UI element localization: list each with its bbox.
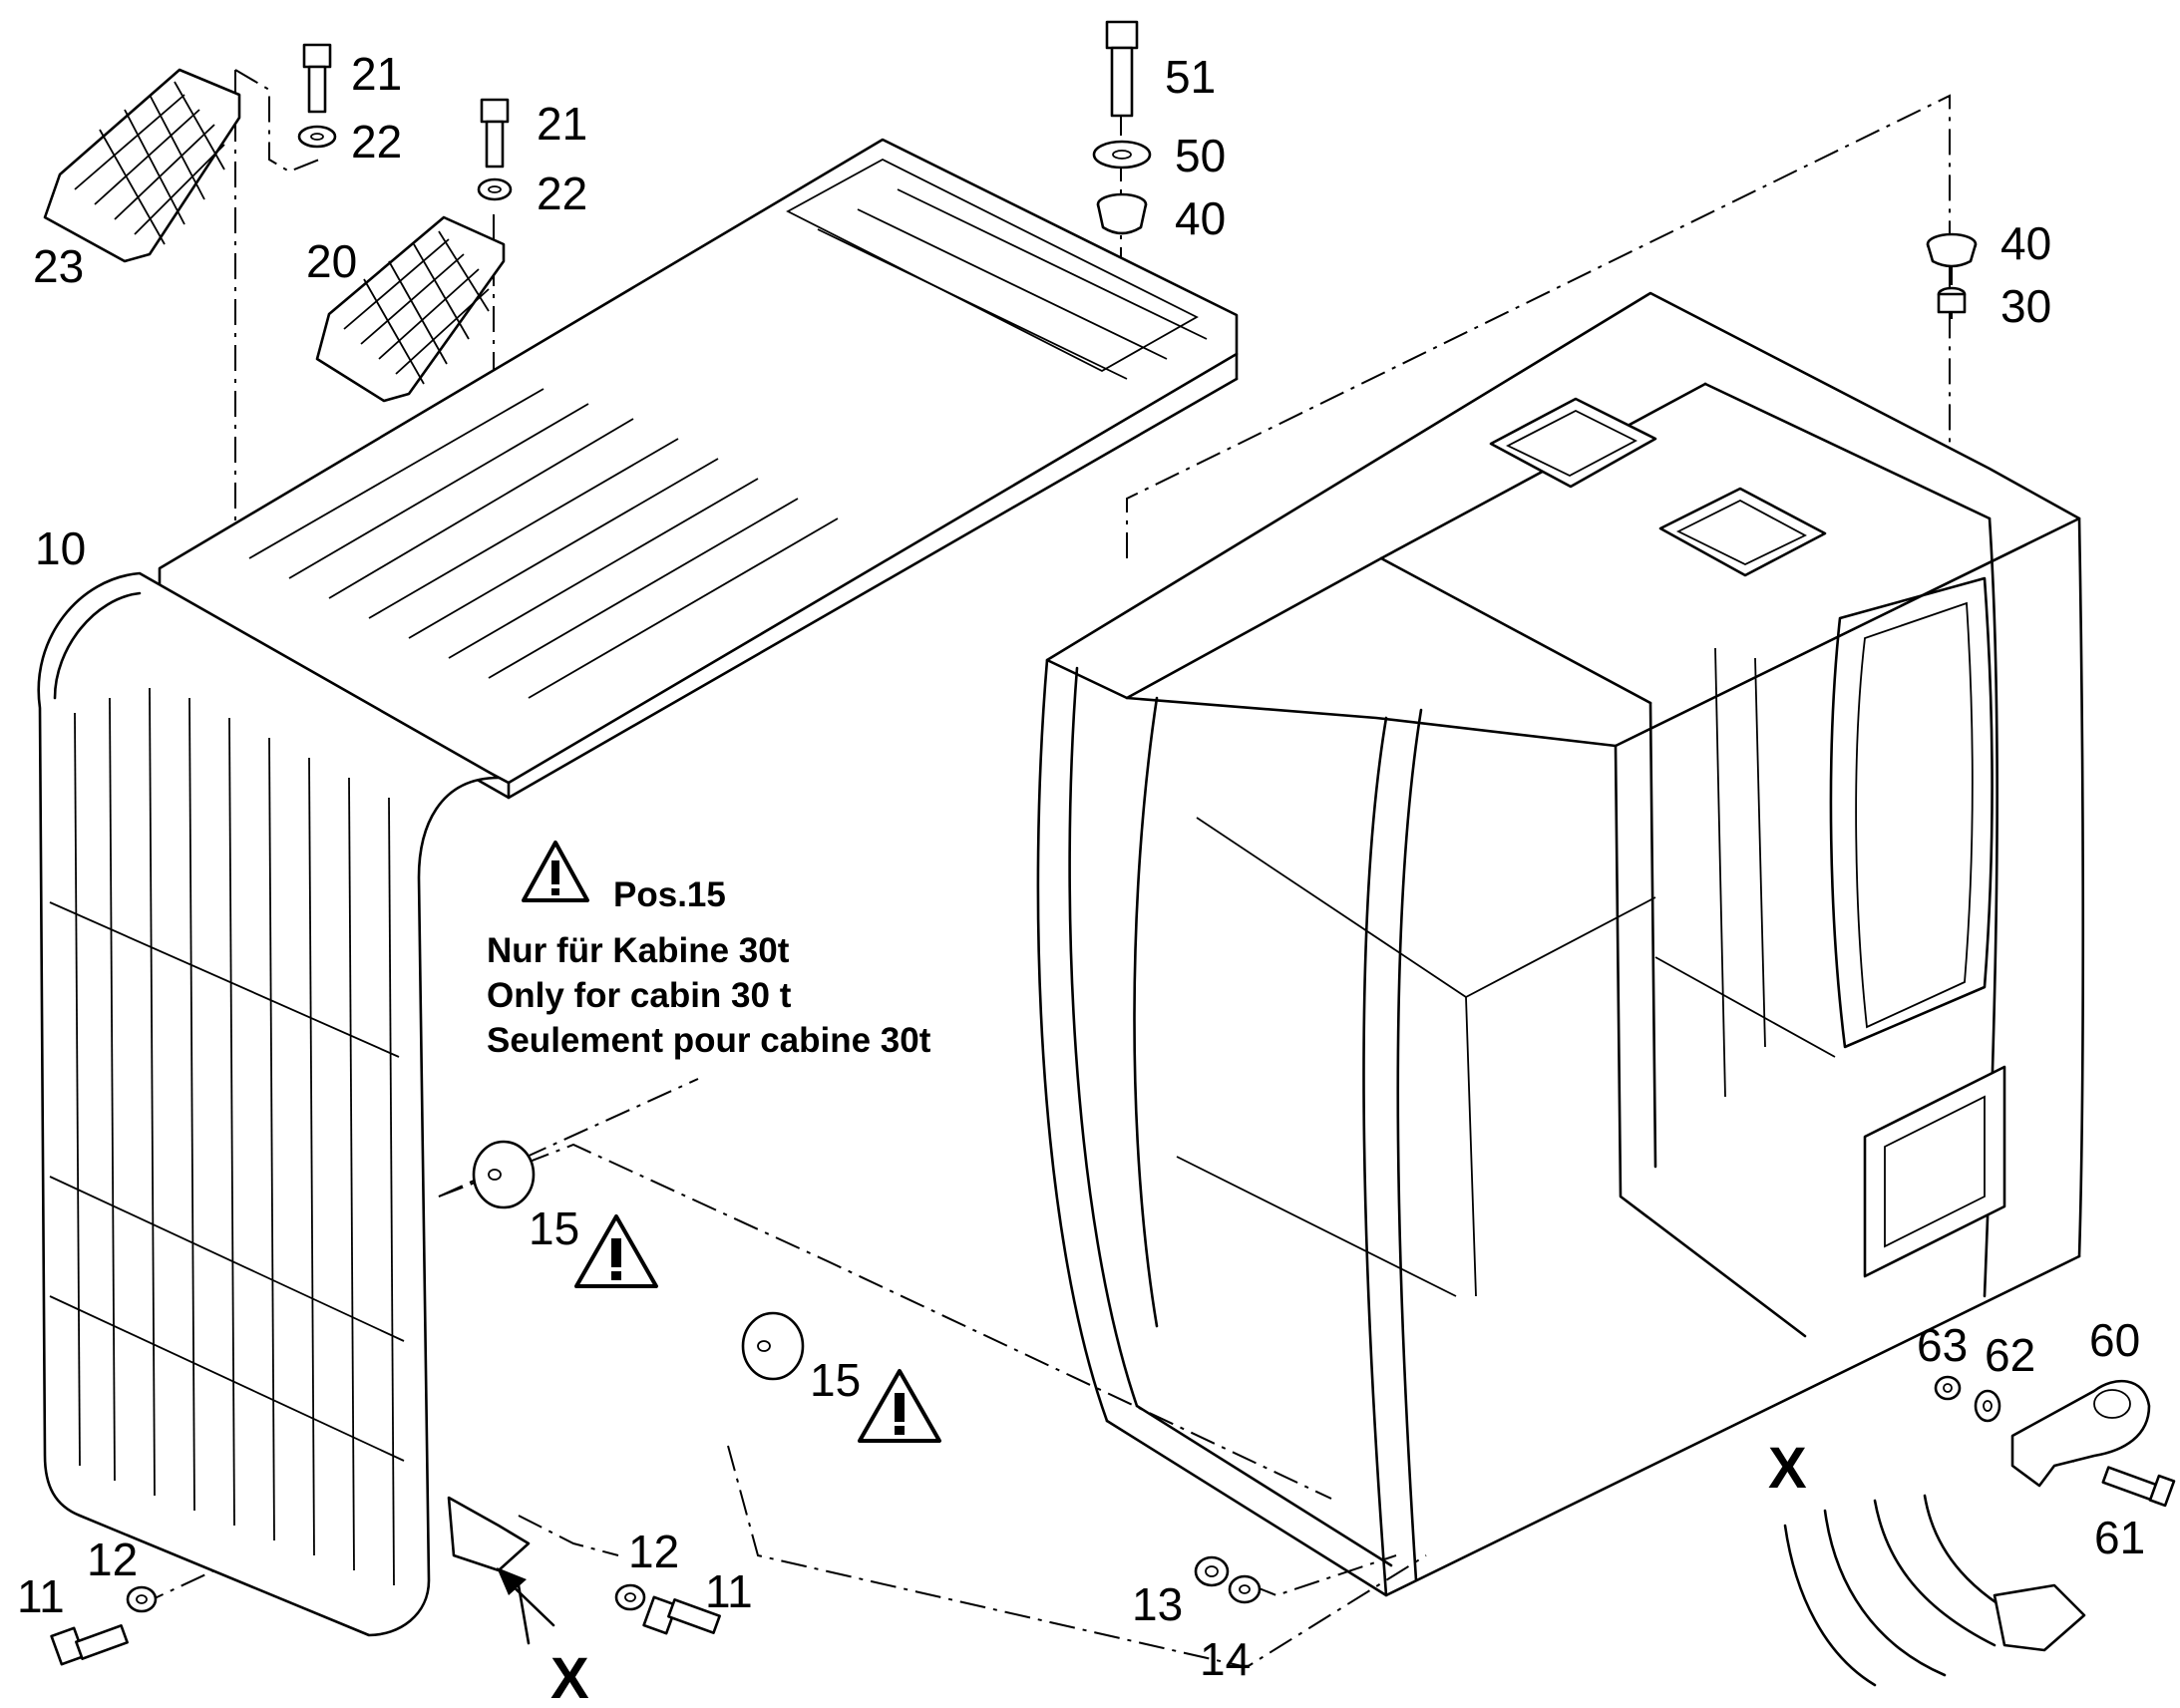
label-40-b: 40 [2000, 217, 2051, 269]
label-12-a: 12 [87, 1534, 138, 1585]
label-22-a: 22 [351, 116, 402, 168]
note-line-fr: Seulement pour cabine 30t [487, 1021, 931, 1060]
note-line-de: Nur für Kabine 30t [487, 931, 790, 970]
label-21-a: 21 [351, 48, 402, 100]
bolt-21-a [302, 43, 332, 114]
rubber-mount-40-a [1096, 192, 1148, 235]
label-15-b: 15 [810, 1354, 861, 1406]
view-arrow [497, 1567, 555, 1627]
operator-cabin [1036, 291, 2085, 1597]
part-labels: 23 21 22 21 22 20 51 50 40 40 30 10 15 1… [17, 48, 2145, 1685]
label-50: 50 [1175, 130, 1226, 181]
label-15-a: 15 [529, 1202, 579, 1254]
step-plate-23 [43, 68, 241, 263]
bolt-61 [2101, 1466, 2176, 1508]
label-60: 60 [2089, 1314, 2140, 1366]
pad-15-a [472, 1140, 536, 1209]
note-block: Pos.15 Nur für Kabine 30t Only for cabin… [487, 875, 931, 1060]
warning-icon [574, 1214, 658, 1288]
label-23: 23 [33, 240, 84, 292]
warning-icon [522, 841, 589, 902]
label-21-b: 21 [537, 98, 587, 150]
step-plate-20 [315, 215, 506, 403]
label-51: 51 [1165, 51, 1216, 103]
detail-view-x [1783, 1379, 2151, 1687]
bushing-30 [1937, 286, 1967, 314]
label-11-a: 11 [17, 1570, 65, 1622]
warning-icon [858, 1369, 941, 1443]
label-10: 10 [35, 522, 86, 574]
nut-13 [1194, 1555, 1230, 1587]
detail-marker-x: X [1768, 1436, 1807, 1501]
label-12-b: 12 [628, 1526, 679, 1577]
label-20: 20 [306, 235, 357, 287]
label-14: 14 [1200, 1633, 1251, 1685]
pad-15-b [741, 1311, 805, 1381]
label-40-a: 40 [1175, 192, 1226, 244]
note-line-en: Only for cabin 30 t [487, 976, 792, 1015]
label-22-b: 22 [537, 168, 587, 219]
label-13: 13 [1132, 1578, 1183, 1630]
rubber-mount-40-b [1926, 232, 1978, 268]
bolt-21-b [480, 98, 510, 169]
bolt-11-b [642, 1595, 721, 1635]
nut-63 [1934, 1375, 1962, 1401]
bolt-51 [1105, 20, 1139, 118]
label-61: 61 [2094, 1512, 2145, 1563]
label-11-b: 11 [705, 1565, 753, 1617]
label-62: 62 [1985, 1329, 2035, 1381]
note-title: Pos.15 [613, 875, 726, 914]
label-30: 30 [2000, 280, 2051, 332]
front-guard [37, 571, 531, 1645]
view-marker-x: X [550, 1646, 589, 1708]
label-63: 63 [1917, 1319, 1968, 1371]
bolt-11-a [50, 1624, 129, 1666]
washers [126, 125, 2001, 1613]
